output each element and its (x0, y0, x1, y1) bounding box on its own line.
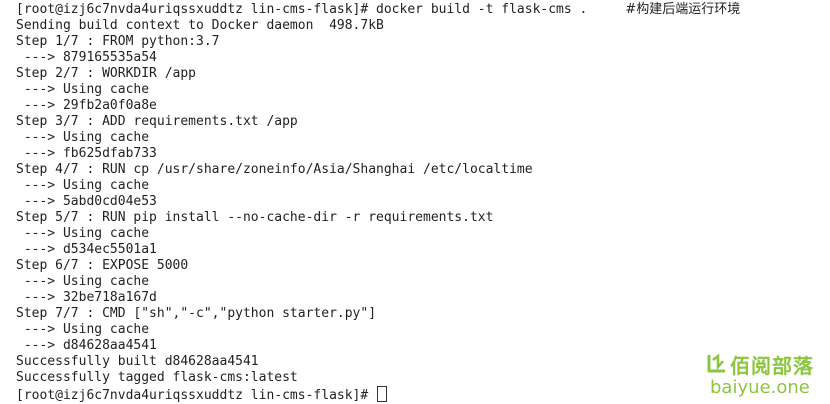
output-line: ---> fb625dfab733 (16, 146, 157, 161)
output-line: Step 3/7 : ADD requirements.txt /app (16, 114, 298, 129)
output-line: ---> Using cache (16, 130, 150, 145)
command-line: [root@izj6c7nvda4uriqssxuddtz lin-cms-fl… (16, 2, 830, 18)
output-lines: Sending build context to Docker daemon 4… (16, 18, 830, 386)
output-line: ---> 879165535a54 (16, 50, 157, 65)
output-line: ---> 32be718a167d (16, 290, 157, 305)
output-line: Step 6/7 : EXPOSE 5000 (16, 258, 189, 273)
output-line: Step 2/7 : WORKDIR /app (16, 66, 197, 81)
cursor (377, 386, 388, 402)
output-line: ---> d84628aa4541 (16, 338, 157, 353)
output-line: Step 5/7 : RUN pip install --no-cache-di… (16, 210, 494, 225)
output-line: Successfully built d84628aa4541 (16, 354, 259, 369)
output-line: ---> d534ec5501a1 (16, 242, 157, 257)
watermark-name: 佰阅部落 (730, 354, 814, 378)
output-line: Step 4/7 : RUN cp /usr/share/zoneinfo/As… (16, 162, 533, 177)
output-line: ---> Using cache (16, 178, 150, 193)
command-comment: #构建后端运行环境 (625, 2, 741, 17)
output-line: ---> Using cache (16, 82, 150, 97)
command-text: docker build -t flask-cms . (376, 2, 588, 17)
output-line: Step 1/7 : FROM python:3.7 (16, 34, 220, 49)
output-line: ---> Using cache (16, 226, 150, 241)
output-line: Step 7/7 : CMD ["sh","-c","python starte… (16, 306, 377, 321)
final-prompt: [root@izj6c7nvda4uriqssxuddtz lin-cms-fl… (16, 388, 377, 403)
output-line: ---> Using cache (16, 274, 150, 289)
output-line: ---> 5abd0cd04e53 (16, 194, 157, 209)
output-line: Sending build context to Docker daemon 4… (16, 18, 384, 33)
final-prompt-line[interactable]: [root@izj6c7nvda4uriqssxuddtz lin-cms-fl… (16, 386, 830, 403)
terminal-output: [root@izj6c7nvda4uriqssxuddtz lin-cms-fl… (16, 2, 830, 403)
output-line: ---> 29fb2a0f0a8e (16, 98, 157, 113)
watermark-url: baiyue.one (710, 377, 810, 398)
output-line: Successfully tagged flask-cms:latest (16, 370, 298, 385)
watermark: 佰阅部落 baiyue.one (706, 350, 824, 400)
prompt: [root@izj6c7nvda4uriqssxuddtz lin-cms-fl… (16, 2, 377, 17)
watermark-logo-icon (707, 353, 725, 373)
output-line: ---> Using cache (16, 322, 150, 337)
